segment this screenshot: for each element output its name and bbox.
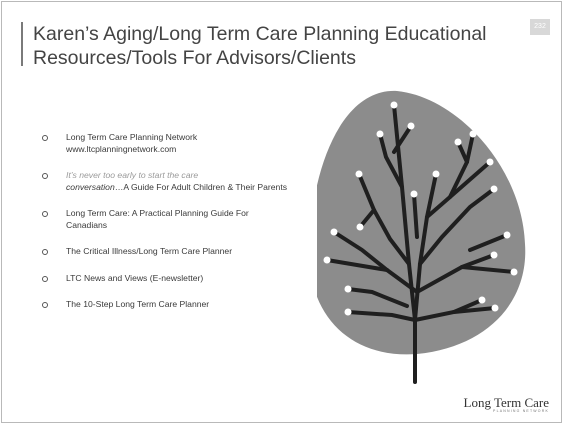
logo-subtitle: PLANNING NETWORK: [493, 409, 549, 413]
bullet-icon: [42, 173, 48, 179]
resource-list: Long Term Care Planning Network www.ltcp…: [42, 132, 292, 326]
list-item-text-muted: It’s never too early to start the care: [66, 170, 199, 180]
logo-wordmark: Long Term Care: [463, 395, 550, 410]
slide-title: Karen’s Aging/Long Term Care Planning Ed…: [33, 23, 487, 69]
bullet-icon: [42, 211, 48, 217]
tree-canopy: [317, 90, 526, 355]
tree-buds: [323, 101, 518, 316]
tree-illustration: [317, 90, 526, 384]
tree-branches: [325, 103, 516, 384]
list-item-text: Long Term Care: A Practical Planning Gui…: [66, 208, 249, 230]
logo: Long Term Care PLANNING NETWORK: [449, 395, 550, 414]
list-item: LTC News and Views (E-newsletter): [42, 273, 292, 285]
list-item-text: The 10-Step Long Term Care Planner: [66, 299, 210, 309]
list-item-text: LTC News and Views (E-newsletter): [66, 272, 204, 283]
bullet-icon: [42, 249, 48, 255]
title-accent-bar: [21, 22, 23, 66]
page-number-badge: 232: [530, 19, 550, 35]
list-item: The 10-Step Long Term Care Planner: [42, 299, 292, 311]
list-item-text: Long Term Care Planning Network: [66, 132, 198, 142]
list-item: Long Term Care Planning Network www.ltcp…: [42, 132, 292, 155]
list-item-url: www.ltcplanningnetwork.com: [66, 143, 177, 154]
list-item-text: The Critical Illness/Long Term Care Plan…: [66, 246, 233, 256]
bullet-icon: [42, 135, 48, 141]
list-item: The Critical Illness/Long Term Care Plan…: [42, 246, 292, 258]
list-item: Long Term Care: A Practical Planning Gui…: [42, 208, 292, 231]
list-item-text: …A Guide For Adult Children & Their Pare…: [114, 181, 288, 192]
list-item-text-italic: conversation: [66, 181, 115, 192]
bullet-icon: [42, 302, 48, 308]
list-item: It’s never too early to start the care c…: [42, 170, 292, 193]
bullet-icon: [42, 275, 48, 282]
